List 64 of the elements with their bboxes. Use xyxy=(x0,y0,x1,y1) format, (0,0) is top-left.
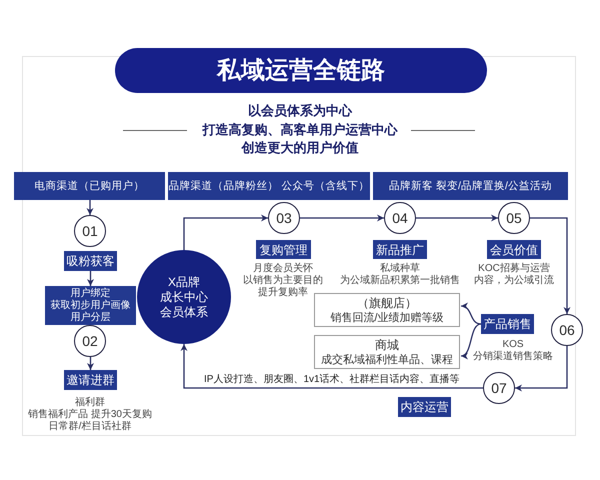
title-banner: 私域运营全链路 xyxy=(115,48,487,93)
arrow xyxy=(460,303,482,325)
node-text: 商城 xyxy=(375,338,399,352)
arrow xyxy=(416,214,498,222)
arrow xyxy=(87,357,94,370)
process-box xyxy=(45,286,136,325)
note-text: 内容，为公域引流 xyxy=(474,275,554,287)
node-text: 品牌渠道（品牌粉丝） 公众号（含线下） xyxy=(168,179,370,193)
node-text: 复购管理 xyxy=(260,242,308,256)
stage-tag xyxy=(256,240,311,259)
node-text: 07 xyxy=(491,380,507,396)
arrow xyxy=(460,323,482,358)
arrow xyxy=(86,200,94,215)
node-text: 获取初步用户画像 xyxy=(50,300,130,312)
node-text: 产品销售 xyxy=(484,317,532,331)
subtitle-text: 创造更大的用户价值 xyxy=(242,139,358,156)
node-text: 内容运营 xyxy=(400,400,448,414)
node-text: 06 xyxy=(559,322,575,338)
note-text: 提升复购率 xyxy=(258,287,308,299)
node-text: 邀请进群 xyxy=(66,373,114,387)
node-text: X品牌 xyxy=(168,274,200,290)
channel-banner xyxy=(14,172,165,200)
node-text: 用户绑定 xyxy=(70,288,110,300)
channel-card xyxy=(314,293,460,327)
arrow xyxy=(530,217,570,314)
note-text: 月度会员关怀 xyxy=(253,263,313,274)
stage-tag xyxy=(487,240,541,259)
arrow xyxy=(183,214,268,250)
note-text: KOC招募与运营 xyxy=(478,263,550,274)
arrow xyxy=(300,214,384,222)
node-text: 05 xyxy=(506,210,522,226)
note-text: 日常群/栏目话社群 xyxy=(48,421,132,433)
channel-banner xyxy=(168,172,370,200)
channel-banner xyxy=(373,172,568,200)
node-text: 销售回流/业绩加赠等级 xyxy=(330,310,444,324)
node-text: 成交私域福利性单品、课程 xyxy=(321,352,453,366)
subtitle-text: 以会员体系为中心 xyxy=(248,102,352,119)
note-text: 以销售为主要目的 xyxy=(243,275,323,286)
node-text: 新品推广 xyxy=(376,242,424,256)
edge-label: IP人设打造、朋友圈、1v1话术、社群栏目话内容、直播等 xyxy=(203,374,461,386)
note-text: 分销渠道销售策略 xyxy=(473,351,553,363)
node-text: （旗舰店） xyxy=(357,296,417,310)
node-text: 01 xyxy=(82,223,98,239)
arrow xyxy=(515,346,568,392)
note-text: KOS xyxy=(502,339,524,350)
note-text: 私域种草 xyxy=(380,263,420,275)
note-text: 销售福利产品 提升30天复购 xyxy=(28,409,152,420)
channel-card xyxy=(314,335,460,369)
node-text: 04 xyxy=(392,210,408,226)
node-text: 吸粉获客 xyxy=(66,254,114,268)
arrow xyxy=(180,344,483,389)
note-text: 为公域新品积累第一批销售 xyxy=(340,275,460,287)
arrow xyxy=(87,271,94,286)
node-text: 会员体系 xyxy=(160,304,208,320)
stage-tag xyxy=(373,240,427,259)
node-text: 03 xyxy=(276,210,292,226)
node-text: 02 xyxy=(82,333,98,349)
node-text: 用户分层 xyxy=(70,312,110,324)
note-text: 福利群 xyxy=(75,397,105,408)
subtitle-text: 打造高复购、高客单用户运营中心 xyxy=(202,121,398,138)
node-text: 品牌新客 裂变/品牌置换/公益活动 xyxy=(389,179,552,193)
node-text: 电商渠道（已购用户） xyxy=(34,179,144,193)
node-text: 成长中心 xyxy=(160,290,208,304)
node-text: 会员价值 xyxy=(490,242,538,256)
